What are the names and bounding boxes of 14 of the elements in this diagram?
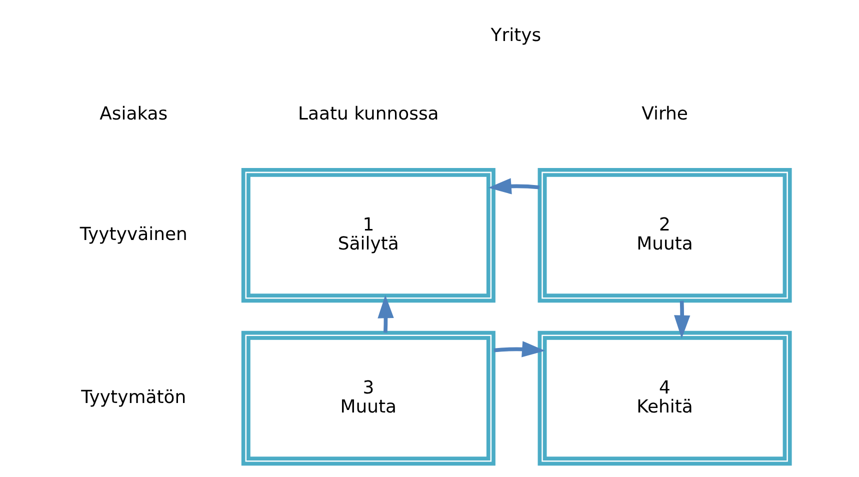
node-box: 2 Muuta — [537, 168, 792, 303]
arrow — [674, 300, 690, 338]
label: Asiakas — [99, 103, 168, 124]
node-box: 3 Muuta — [240, 330, 495, 466]
arrow — [493, 341, 545, 358]
label: Tyytymätön — [80, 386, 186, 408]
label: Laatu kunnossa — [298, 103, 438, 124]
label: Yritys — [490, 25, 541, 46]
label: Tyytyväinen — [79, 224, 187, 246]
label: Virhe — [641, 103, 688, 124]
node-box: 4 Kehitä — [537, 330, 792, 466]
arrow — [377, 295, 394, 333]
node-box: 1 Säilytä — [240, 168, 495, 303]
arrow — [488, 178, 540, 194]
